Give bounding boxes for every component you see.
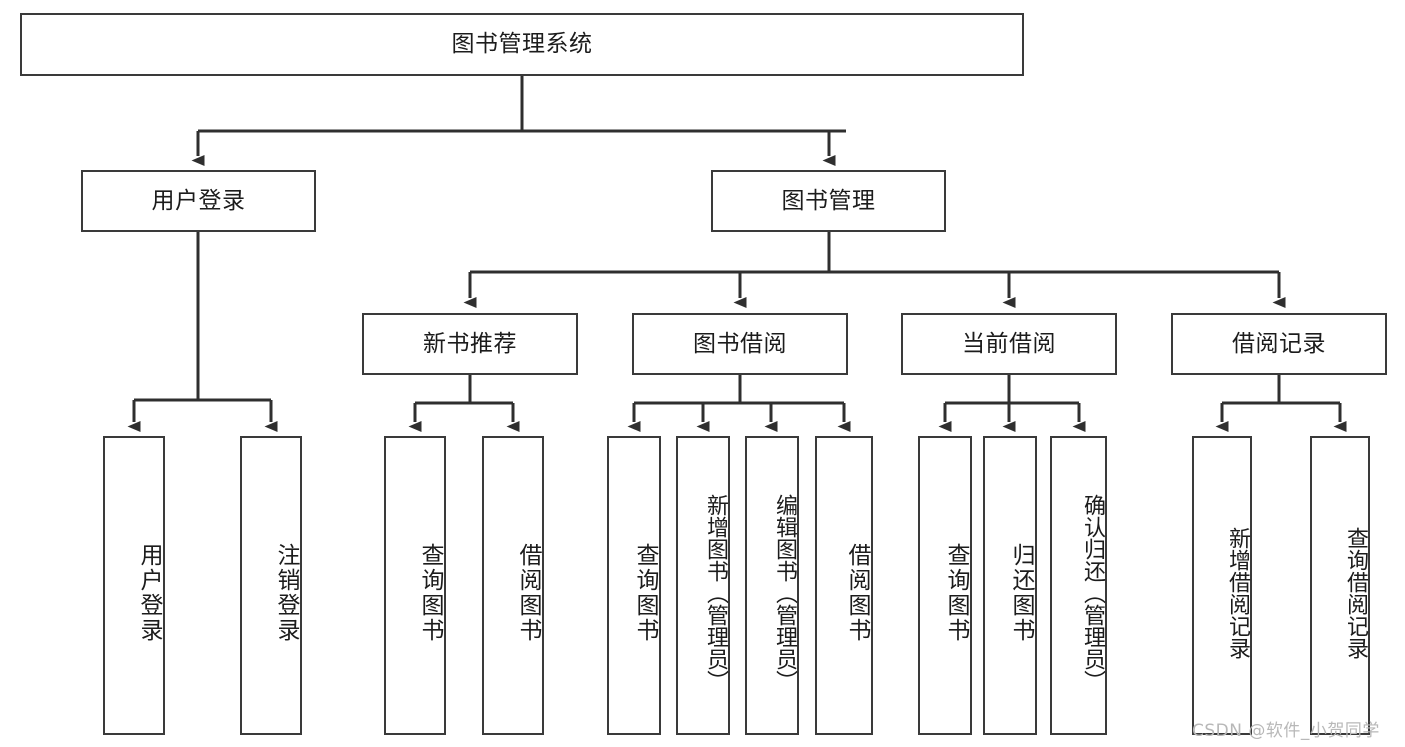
node-book-manage[interactable]: 图书管理: [711, 170, 946, 232]
node-new-book-recommend[interactable]: 新书推荐: [362, 313, 578, 375]
node-user-login[interactable]: 用户登录: [81, 170, 316, 232]
leaf-add-book-admin[interactable]: 新增图书（管理员）: [676, 436, 730, 735]
node-current-borrow[interactable]: 当前借阅: [901, 313, 1117, 375]
leaf-query-borrow-record[interactable]: 查询借阅记录: [1310, 436, 1370, 735]
leaf-confirm-return-admin[interactable]: 确认归还（管理员）: [1050, 436, 1107, 735]
leaf-edit-book-admin[interactable]: 编辑图书（管理员）: [745, 436, 799, 735]
node-book-borrow[interactable]: 图书借阅: [632, 313, 848, 375]
leaf-borrow-book-new[interactable]: 借阅图书: [482, 436, 544, 735]
leaf-query-book-new[interactable]: 查询图书: [384, 436, 446, 735]
leaf-add-borrow-record[interactable]: 新增借阅记录: [1192, 436, 1252, 735]
leaf-return-book[interactable]: 归还图书: [983, 436, 1037, 735]
leaf-query-book-borrow[interactable]: 查询图书: [607, 436, 661, 735]
leaf-logout[interactable]: 注销登录: [240, 436, 302, 735]
node-borrow-record[interactable]: 借阅记录: [1171, 313, 1387, 375]
leaf-borrow-book-borrow[interactable]: 借阅图书: [815, 436, 873, 735]
node-root[interactable]: 图书管理系统: [20, 13, 1024, 76]
leaf-query-book-current[interactable]: 查询图书: [918, 436, 972, 735]
csdn-watermark: CSDN @软件_小贺同学: [1192, 721, 1380, 741]
leaf-user-login[interactable]: 用户登录: [103, 436, 165, 735]
